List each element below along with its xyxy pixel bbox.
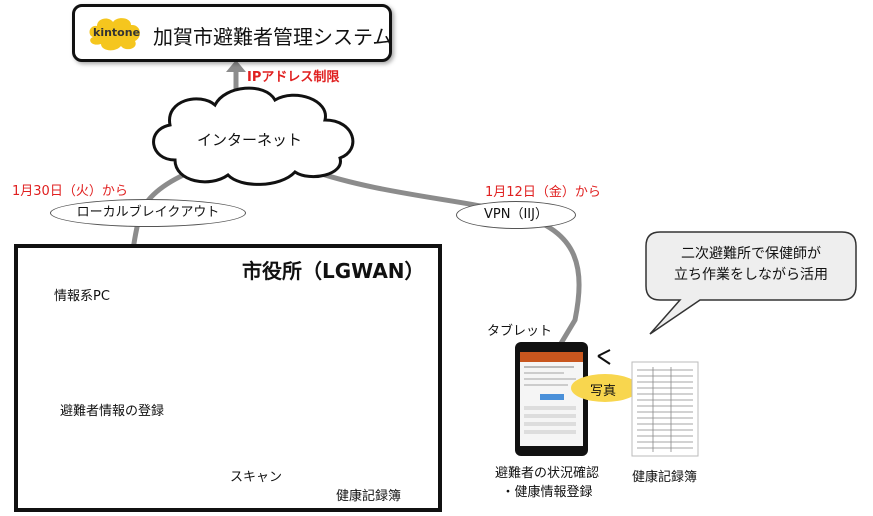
tablet-label: タブレット: [487, 324, 553, 339]
city-hall-title: 市役所（LGWAN）: [242, 259, 425, 283]
camera-flash-mark: [597, 349, 611, 365]
system-title: 加賀市避難者管理システム: [153, 25, 393, 49]
callout-line-1: 二次避難所で保健師が: [681, 246, 821, 262]
callout-line-2: 立ち作業をしながら活用: [674, 267, 828, 283]
tablet-caption-line-1: 避難者の状況確認: [494, 466, 599, 481]
pc-caption: 避難者情報の登録: [60, 404, 165, 419]
kintone-logo-text: kintone: [93, 26, 141, 39]
health-record-doc-right: [631, 361, 699, 457]
pc-label: 情報系PC: [54, 289, 110, 304]
vpn-label: VPN（IIJ）: [456, 201, 576, 229]
local-breakout-date: 1月30日（火）から: [12, 184, 128, 199]
scan-label: スキャン: [230, 470, 283, 485]
system-box: kintone 加賀市避難者管理システム: [72, 4, 392, 62]
callout-text: 二次避難所で保健師が 立ち作業をしながら活用: [646, 244, 856, 286]
tablet-icon: [515, 342, 588, 456]
tablet-health-record-label: 健康記録簿: [632, 470, 698, 485]
callout-bubble: [645, 231, 857, 335]
internet-cloud: [152, 86, 355, 186]
ip-restriction-label: IPアドレス制限: [247, 70, 340, 85]
internet-label: インターネット: [197, 131, 303, 149]
city-hall-box: [14, 244, 442, 512]
city-health-record-label: 健康記録簿: [336, 489, 402, 504]
local-breakout-label: ローカルブレイクアウト: [50, 199, 246, 227]
ip-arrowhead: [226, 60, 246, 72]
tablet-caption-line-2: ・健康情報登録: [501, 485, 593, 500]
vpn-date: 1月12日（金）から: [485, 185, 601, 200]
photo-label: 写真: [590, 384, 617, 399]
photo-highlight: [571, 374, 639, 402]
kintone-logo-icon: [89, 18, 140, 51]
tablet-caption: 避難者の状況確認 ・健康情報登録: [488, 464, 606, 502]
